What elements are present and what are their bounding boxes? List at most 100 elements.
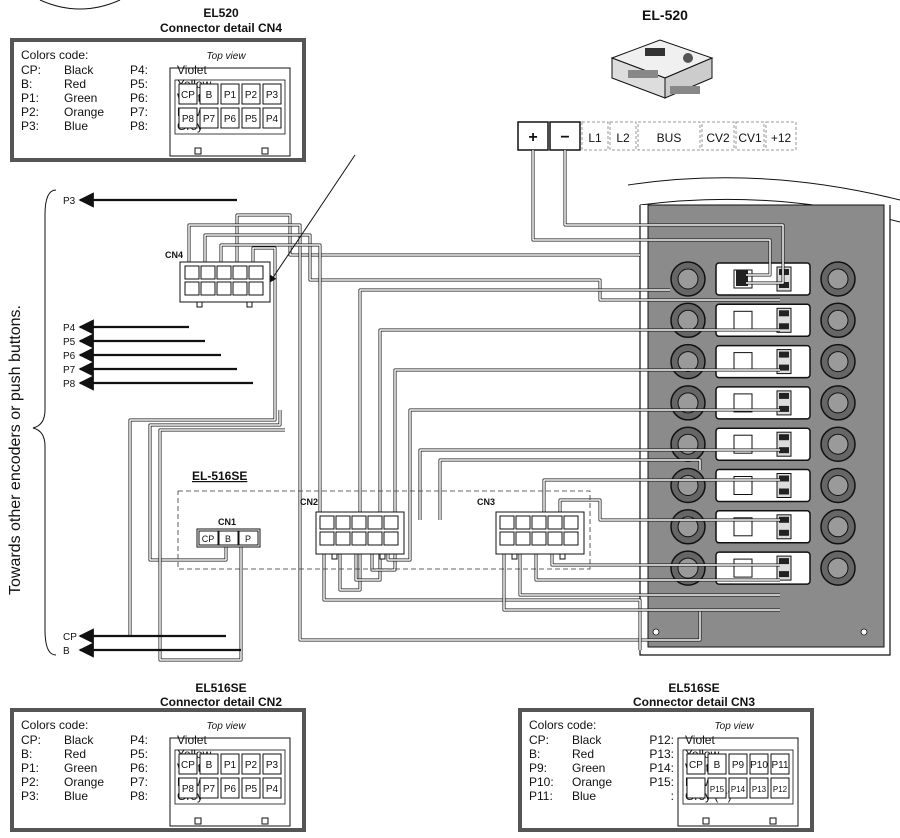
latch [702,817,710,825]
color-code-key: P8: [130,789,148,803]
latch [559,553,566,560]
latch [261,147,269,155]
connector-pin [499,515,515,530]
connector-pin [499,531,515,546]
terminal-7 [765,121,797,151]
output-label: P4 [63,323,76,334]
cn4-detail-title1: EL520 [203,6,239,20]
pin-cell [770,753,790,775]
cn1-pin [218,530,239,546]
pin-cell [262,83,282,105]
color-code-value: Red [64,747,86,761]
pin-label: P10 [750,760,768,771]
cn2-detail-box: Colors code:CP:BlackP4:VioletB:RedP5:Yel… [10,708,306,832]
button-module [715,468,811,503]
top-view-label: Top view [206,51,246,62]
button-module [715,386,811,420]
pin-housing [682,749,794,805]
pin-cell [686,777,706,799]
button-module [715,510,811,544]
wire-core [323,543,641,650]
cn4-pin [216,281,232,296]
color-code-value: Green [64,761,97,775]
color-code-value: Blue [572,789,596,803]
latch [379,553,386,560]
connector-pin [515,515,531,530]
pin-cell [262,777,282,799]
wire-core [355,329,780,581]
color-code-value: Green [572,761,605,775]
pin-label: P5 [245,114,258,125]
pin-cell [749,753,769,775]
connector-pin [779,529,789,536]
wire-core [236,214,640,266]
connector-pin [563,531,579,546]
connector-pin [779,310,789,317]
color-code-key: P12: [649,733,674,747]
pin-cell [178,777,198,799]
cn4-pin [248,265,264,280]
cn1-pin-label: B [225,534,231,544]
wire-core [439,459,701,520]
top-view-label: Top view [714,721,754,732]
el520-device-illustration [610,39,714,99]
pin-label: P1 [224,760,237,771]
latch [194,147,202,155]
pin-label: P5 [245,784,258,795]
latch [246,301,253,308]
encoder-knob-inner [677,557,699,579]
pin-cell [749,777,769,799]
pin-label: P2 [245,760,258,771]
color-code-value: Violet [177,733,207,747]
latch [331,553,338,560]
terminal-3 [609,121,637,151]
cn3-label: CN3 [477,497,495,507]
pin-cell [262,753,282,775]
pin-cell [241,83,261,105]
wire-core [543,479,780,520]
connector-pin [335,515,351,530]
encoder-knob-inner [677,309,699,331]
pin-cell [686,753,706,775]
color-code-key: P6: [130,761,148,775]
color-code-key: P8: [130,119,148,133]
cn4-pin [232,265,248,280]
color-code-value: Red [64,77,86,91]
module-outline [177,490,591,570]
connector-pin [779,571,789,578]
wire-core [503,543,780,611]
connector-pin [547,531,563,546]
cn4-pin [248,281,264,296]
button-cap [733,352,753,372]
pin-label: P9 [732,760,745,771]
wire-core [559,499,780,521]
pin-label: B [206,760,213,771]
color-code-key: B: [21,77,32,91]
wire-core [371,369,780,571]
pin-cell [241,753,261,775]
button-cap [733,310,753,330]
color-code-key: P1: [21,761,39,775]
pin-cell [178,107,198,129]
detail-frame [10,38,306,162]
wire-core [519,543,780,596]
wire-core [204,234,780,301]
wire-core [419,449,780,520]
output-label: B [63,646,70,657]
latch [769,817,777,825]
color-code-value: Orange [572,775,612,789]
cn4-pin [200,265,216,280]
pin-cell [220,753,240,775]
color-code-key: CP: [529,733,549,747]
color-code-key: P3: [21,119,39,133]
pin-label: P11 [771,760,788,771]
connector-pin [367,515,383,530]
button-module [715,262,811,296]
pin-label: P12 [773,785,788,794]
outputs-brace [32,189,57,656]
color-code-value: Black [64,63,94,77]
connector-pin [779,434,789,441]
pin-cell [728,753,748,775]
color-code-key: P7: [130,105,148,119]
color-code-key: P11: [529,789,553,803]
